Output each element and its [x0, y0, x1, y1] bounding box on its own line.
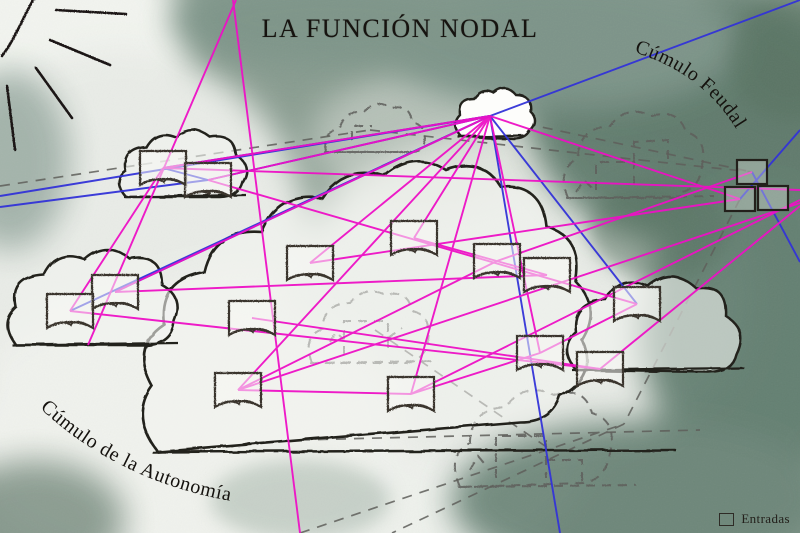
- magenta-edge-2: [114, 115, 491, 293]
- node-body: [227, 299, 277, 337]
- node-r-1[interactable]: [612, 285, 662, 323]
- node-body: [90, 273, 140, 311]
- magenta-edge-18: [237, 389, 412, 395]
- magenta-edge-0: [162, 115, 491, 169]
- magenta-edge-17: [237, 260, 498, 391]
- node-body: [612, 285, 662, 323]
- blue-edge-8: [0, 179, 209, 208]
- blue-edge-4: [489, 0, 800, 117]
- node-fold: [288, 272, 332, 280]
- node-fold: [141, 177, 185, 185]
- node-fold: [518, 362, 562, 370]
- node-l-2[interactable]: [45, 292, 95, 330]
- node-fold: [216, 399, 260, 407]
- legend: Entradas: [719, 511, 790, 527]
- entrada-2[interactable]: [723, 185, 757, 213]
- node-body: [45, 292, 95, 330]
- magenta-edge-23: [237, 202, 800, 391]
- page-title: LA FUNCIÓN NODAL: [261, 14, 539, 43]
- node-body: [575, 350, 625, 388]
- node-fold: [615, 313, 659, 321]
- node-body: [138, 149, 188, 187]
- node-body: [515, 334, 565, 372]
- blue-edge-5: [489, 115, 561, 533]
- sun-ray-3: [34, 66, 74, 120]
- magenta-edge-7: [489, 115, 541, 354]
- legend-label: Entradas: [741, 511, 790, 526]
- ghost-cloud-top: [324, 102, 426, 153]
- magenta-edge-4: [410, 115, 491, 395]
- node-body: [522, 256, 572, 294]
- node-tl-2[interactable]: [183, 161, 233, 199]
- magenta-edge-3: [237, 115, 491, 391]
- node-c-7[interactable]: [386, 375, 436, 413]
- magenta-edge-25: [162, 167, 800, 191]
- node-body: [213, 371, 263, 409]
- node-fold: [578, 378, 622, 386]
- entrada-1[interactable]: [735, 158, 769, 186]
- node-body: [183, 161, 233, 199]
- node-c-6[interactable]: [213, 371, 263, 409]
- ghost-cloud-feudal: [562, 110, 715, 199]
- node-fold: [392, 247, 436, 255]
- node-body: [386, 375, 436, 413]
- magenta-edge-8: [489, 115, 741, 200]
- square-outline-icon: [719, 512, 735, 526]
- entrada-3[interactable]: [756, 184, 790, 212]
- node-c-2[interactable]: [389, 219, 439, 257]
- node-fold: [186, 189, 230, 197]
- magenta-edge-16: [309, 198, 741, 264]
- sun-ray-4: [5, 84, 17, 152]
- magenta-edge-6: [309, 115, 491, 264]
- node-body: [285, 244, 335, 282]
- magenta-edge-24: [599, 205, 800, 370]
- node-tl-1[interactable]: [138, 149, 188, 187]
- node-fold: [48, 320, 92, 328]
- node-c-9[interactable]: [575, 350, 625, 388]
- magenta-edge-10: [232, 0, 301, 533]
- node-c-4[interactable]: [522, 256, 572, 294]
- magenta-edge-11: [69, 167, 164, 312]
- node-body: [389, 219, 439, 257]
- node-c-1[interactable]: [285, 244, 335, 282]
- node-c-5[interactable]: [227, 299, 277, 337]
- sun-arc: [0, 0, 35, 58]
- node-fold: [230, 327, 274, 335]
- node-fold: [475, 270, 519, 278]
- node-c-8[interactable]: [515, 334, 565, 372]
- node-l-1[interactable]: [90, 273, 140, 311]
- magenta-edge-14: [69, 310, 601, 370]
- node-c-3[interactable]: [472, 242, 522, 280]
- magenta-edge-26: [410, 199, 800, 395]
- sun-ray-2: [48, 38, 112, 67]
- blue-edge-3: [489, 115, 638, 305]
- node-body: [472, 242, 522, 280]
- sun-ray-1: [54, 8, 128, 16]
- magenta-edge-5: [413, 115, 491, 239]
- node-fold: [93, 301, 137, 309]
- node-fold: [525, 284, 569, 292]
- node-fold: [389, 403, 433, 411]
